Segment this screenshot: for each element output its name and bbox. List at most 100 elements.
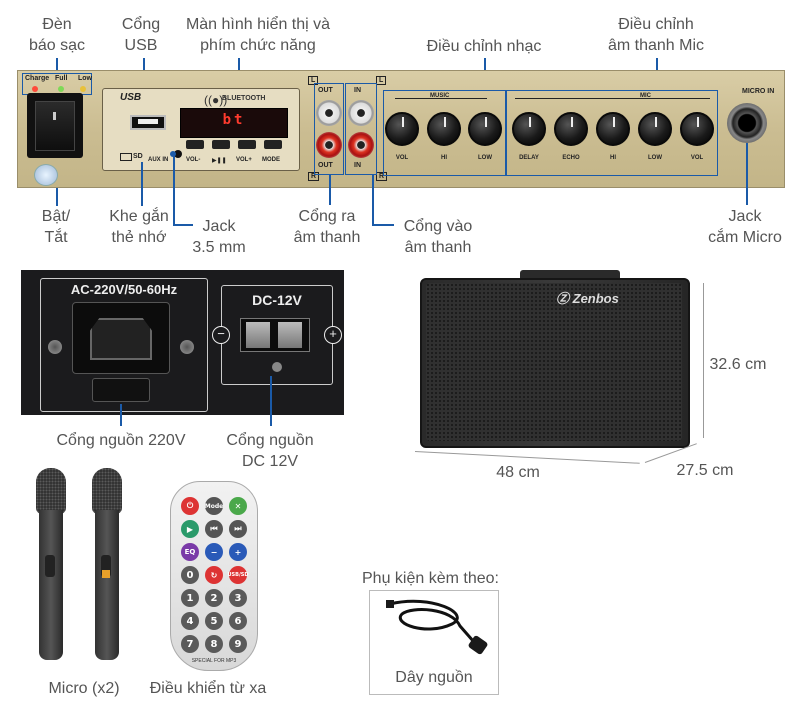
vol-plus-button[interactable] bbox=[238, 140, 256, 149]
dc-label: DC-12V bbox=[252, 292, 302, 308]
microphone-1 bbox=[39, 510, 63, 660]
vol-down-icon[interactable]: − bbox=[205, 543, 223, 561]
usb-sd-button[interactable]: USB/SD bbox=[227, 566, 249, 584]
power-cord-icon bbox=[386, 599, 488, 655]
num-7-button[interactable]: 7 bbox=[181, 635, 199, 653]
dc-plus-icon: + bbox=[324, 326, 342, 344]
sd-label: SD bbox=[133, 153, 143, 160]
iec-plug-icon bbox=[90, 318, 152, 360]
left-label-out: L bbox=[308, 76, 319, 85]
mode-remote-button[interactable]: Mode bbox=[205, 497, 223, 515]
label-audio-in: Cổng vào âm thanh bbox=[403, 218, 473, 256]
ac-label: AC-220V/50-60Hz bbox=[70, 282, 178, 297]
brand-logo: Ⓩ Zenbos bbox=[556, 291, 619, 306]
num-4-button[interactable]: 4 bbox=[181, 612, 199, 630]
music-vol-label: VOL bbox=[395, 155, 409, 161]
label-power-cord: Dây nguồn bbox=[395, 669, 473, 686]
music-low-knob[interactable] bbox=[468, 112, 502, 146]
play-pause-remote-icon[interactable]: ▶ bbox=[181, 520, 199, 538]
connector-switch bbox=[56, 188, 58, 206]
label-display-keys: Màn hình hiển thị và phím chức năng bbox=[185, 16, 331, 54]
audio-in-left-jack[interactable] bbox=[348, 100, 374, 126]
in-label-bottom: IN bbox=[354, 162, 361, 169]
play-pause-icon: ▶❚❚ bbox=[212, 158, 227, 164]
eq-button[interactable]: EQ bbox=[181, 543, 199, 561]
led-display bbox=[180, 108, 288, 138]
power-switch[interactable] bbox=[35, 101, 75, 151]
connector-ac bbox=[120, 404, 122, 426]
vol-minus-button[interactable] bbox=[186, 140, 204, 149]
mic-switch-icon bbox=[101, 555, 111, 577]
audio-out-group bbox=[314, 83, 344, 175]
mic-echo-label: ECHO bbox=[562, 155, 580, 161]
label-mic-jack: Jack cắm Micro bbox=[708, 208, 782, 246]
mic-vol-knob[interactable] bbox=[680, 112, 714, 146]
music-vol-knob[interactable] bbox=[385, 112, 419, 146]
mic-echo-knob[interactable] bbox=[554, 112, 588, 146]
music-section-label: MUSIC bbox=[430, 93, 450, 99]
mic-switch-icon bbox=[45, 555, 55, 577]
screw-icon bbox=[180, 340, 194, 354]
mic-indicator-icon bbox=[102, 570, 110, 578]
vol-up-icon[interactable]: + bbox=[229, 543, 247, 561]
music-hi-knob[interactable] bbox=[427, 112, 461, 146]
label-ac-power: Cổng nguồn 220V bbox=[56, 432, 186, 449]
terminal-screw-icon bbox=[278, 322, 302, 348]
mic-delay-knob[interactable] bbox=[512, 112, 546, 146]
mode-button[interactable] bbox=[264, 140, 282, 149]
audio-out-right-jack[interactable] bbox=[316, 132, 342, 158]
right-label-in: R bbox=[376, 172, 388, 181]
num-2-button[interactable]: 2 bbox=[205, 589, 223, 607]
num-5-button[interactable]: 5 bbox=[205, 612, 223, 630]
led-label-charge: Charge bbox=[25, 75, 50, 82]
power-button-icon[interactable]: ⏻ bbox=[181, 497, 199, 515]
num-1-button[interactable]: 1 bbox=[181, 589, 199, 607]
label-charge-led: Đèn báo sạc bbox=[28, 16, 86, 54]
connector-jack35-h bbox=[173, 224, 193, 226]
audio-in-right-jack[interactable] bbox=[348, 132, 374, 158]
next-icon[interactable]: ⏭ bbox=[229, 520, 247, 538]
prev-icon[interactable]: ⏮ bbox=[205, 520, 223, 538]
audio-out-left-jack[interactable] bbox=[316, 100, 342, 126]
mic-low-knob[interactable] bbox=[638, 112, 672, 146]
led-label-low: Low bbox=[78, 75, 92, 82]
screw-icon bbox=[272, 362, 282, 372]
microphone-1-head bbox=[36, 468, 66, 514]
connector-charge bbox=[56, 58, 58, 74]
height-dimension-line bbox=[703, 283, 704, 438]
num-3-button[interactable]: 3 bbox=[229, 589, 247, 607]
connector-dc bbox=[270, 376, 272, 426]
out-label-top: OUT bbox=[318, 87, 333, 94]
knob-group-divider bbox=[505, 90, 507, 176]
label-power-switch: Bật/ Tắt bbox=[41, 208, 71, 246]
audio-in-group bbox=[345, 83, 377, 175]
repeat-icon[interactable]: ↻ bbox=[205, 566, 223, 584]
label-jack35: Jack 3.5 mm bbox=[192, 218, 246, 256]
mic-hi-knob[interactable] bbox=[596, 112, 630, 146]
num-6-button[interactable]: 6 bbox=[229, 612, 247, 630]
label-height: 32.6 cm bbox=[709, 356, 767, 373]
right-label-out: R bbox=[308, 172, 320, 181]
mic-delay-label: DELAY bbox=[519, 155, 539, 161]
label-mic-adjust: Điều chỉnh âm thanh Mic bbox=[607, 16, 705, 54]
low-led-icon bbox=[80, 86, 86, 92]
num-8-button[interactable]: 8 bbox=[205, 635, 223, 653]
left-label-in: L bbox=[376, 76, 387, 85]
num-9-button[interactable]: 9 bbox=[229, 635, 247, 653]
speaker-top-panel bbox=[520, 270, 620, 280]
usb-tongue-icon bbox=[138, 119, 158, 124]
mic-in-jack[interactable] bbox=[727, 103, 767, 143]
play-pause-button[interactable] bbox=[212, 140, 230, 149]
label-music-adjust: Điều chỉnh nhạc bbox=[426, 38, 542, 55]
music-hi-label: HI bbox=[441, 155, 447, 161]
mic-section-label: MIC bbox=[640, 93, 651, 99]
mute-icon[interactable]: ✕ bbox=[229, 497, 247, 515]
bluetooth-icon: ((●)) bbox=[204, 93, 228, 107]
label-remote: Điều khiển từ xa bbox=[149, 680, 267, 697]
mic-hi-label: HI bbox=[610, 155, 616, 161]
num-0-button[interactable]: 0 bbox=[181, 566, 199, 584]
knob-group bbox=[383, 90, 718, 176]
aux-jack[interactable] bbox=[174, 150, 182, 158]
vol-plus-label: VOL+ bbox=[236, 157, 252, 163]
label-audio-out: Cổng ra âm thanh bbox=[293, 208, 361, 246]
